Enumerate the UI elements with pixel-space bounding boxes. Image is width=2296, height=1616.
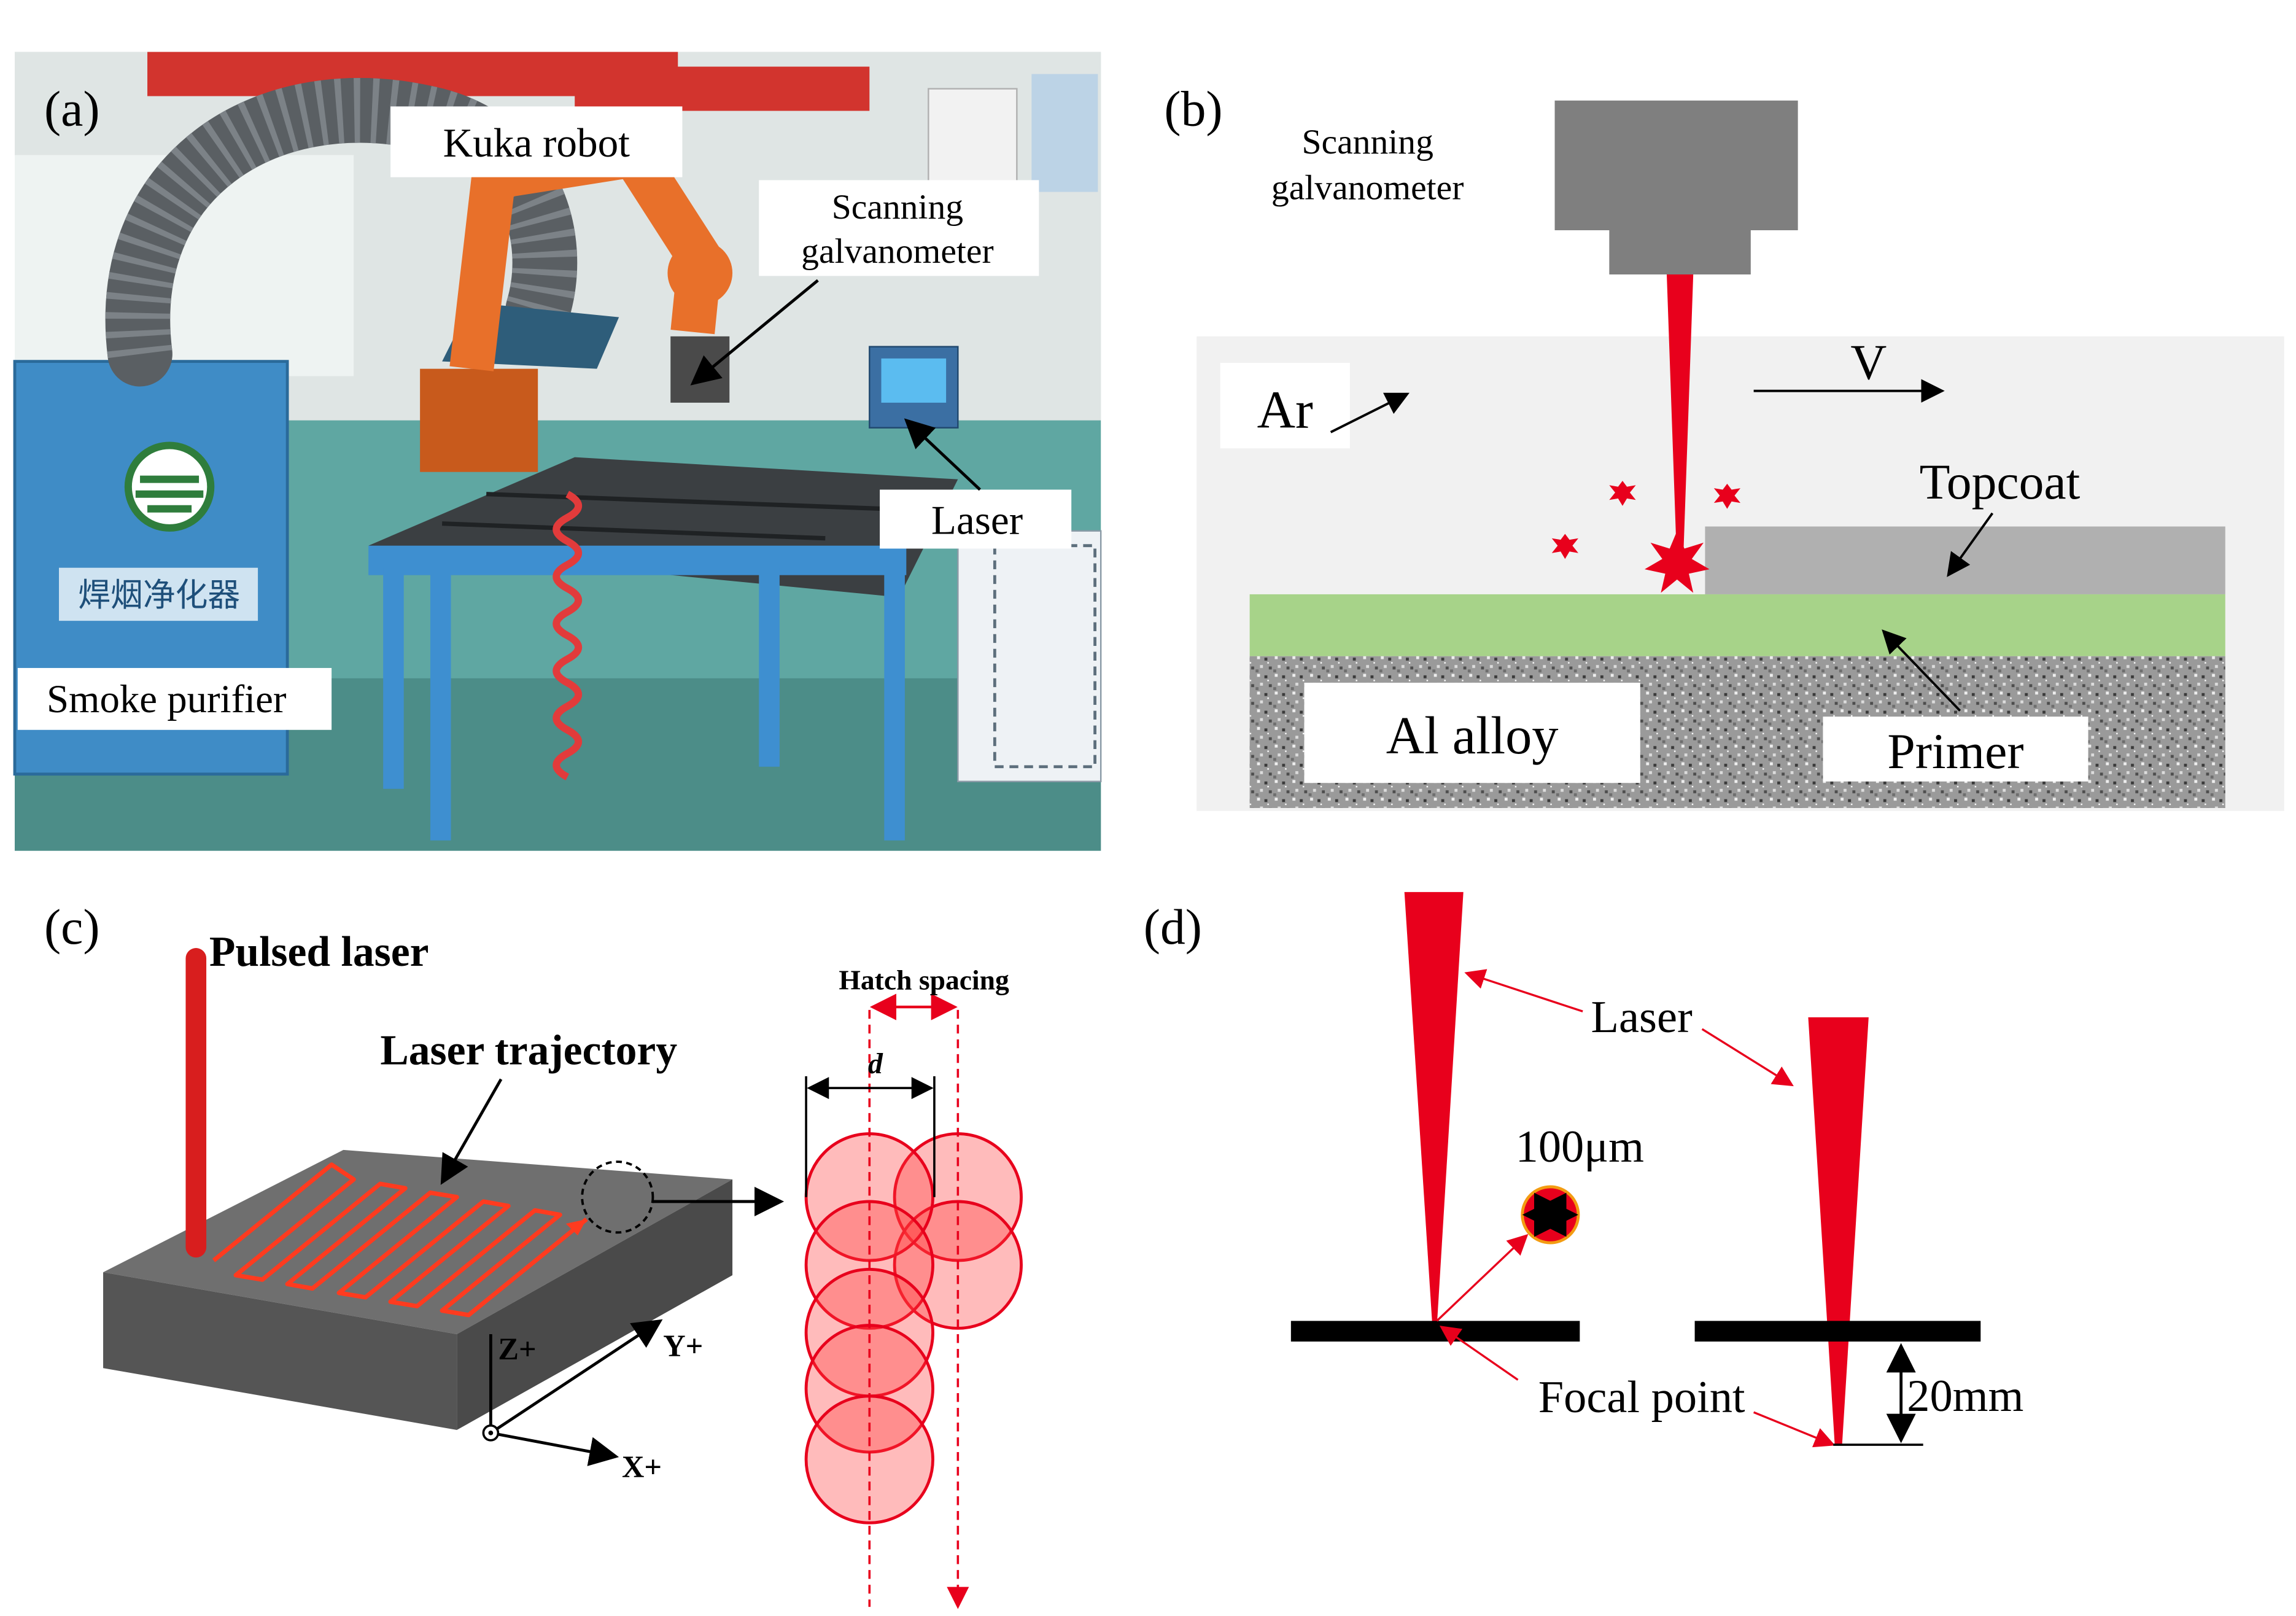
substrate-label-box [1304,682,1640,783]
laser-spot-array [804,1132,1023,1525]
gas-flow-arrow [1330,392,1410,433]
trajectory-pointer [440,1078,503,1185]
photo-banner-2 [575,66,870,111]
purifier-logo-icon [124,441,215,532]
callout-laser-arrow [904,418,981,491]
debris-particle-icon [1609,481,1636,506]
diameter-label: d [868,1047,883,1080]
galvanometer-body [1554,100,1798,230]
work-table-frame [368,545,907,575]
pulsed-laser-label: Pulsed laser [209,928,429,976]
laser-unit [957,530,1102,782]
gas-label-box [1220,363,1350,449]
robot-joint [667,240,733,306]
sample-plate [1290,1321,1580,1342]
trajectory-arrowhead-icon [565,1219,587,1236]
focal-point-label: Focal point [1538,1372,1745,1423]
callout-robot: Kuka robot [443,120,630,166]
axis-x [490,1431,619,1466]
robot-base [420,368,538,472]
panel-b: (b) Scanning galvanometer Ar V Topcoat A… [1164,81,2284,811]
table-leg-4 [884,567,905,841]
debris-particle-icon-2 [1713,483,1741,509]
table-leg [383,567,404,789]
topcoat-arrow [1947,512,1994,577]
callout-galvo-line2: galvanometer [801,232,994,271]
axis-y-label: Y+ [663,1329,703,1363]
panel-c-label: (c) [44,899,100,955]
purifier-logo-stripes-icon [135,475,204,513]
sample-front-face [103,1272,457,1431]
gas-label: Ar [1257,381,1313,440]
ablation-spark-icon [1644,530,1710,593]
callout-galvo-box [759,180,1039,276]
spot-pointer [1436,1233,1529,1322]
laser-label: Laser [1591,992,1693,1043]
axis-y [490,1319,663,1434]
focal-pointer [1439,1326,1519,1381]
extraction-hose-ribs [105,78,578,359]
callout-laser-box [880,489,1072,549]
topcoat-layer [1705,526,2225,594]
callout-smoke-box [17,667,332,730]
spot-size-label: 100μm [1516,1122,1644,1172]
callout-galvo-arrow [690,279,819,386]
axis-z-label: Z+ [498,1332,536,1366]
laser-pointer [1464,969,1583,1012]
galvo-label-line1: Scanning [1301,123,1433,161]
primer-layer [1249,594,2225,656]
zoom-region-icon [581,1160,654,1234]
panel-a: 焊烟净化器 Kuka robot Scanning galvanometer [13,52,1102,851]
smoke-purifier-sign: 焊烟净化器 [78,577,240,614]
axis-origin-dot-icon [488,1430,494,1435]
panel-d: (d) Laser 100μm Focal point 20mm [1144,892,2023,1448]
laser-trajectory-label: Laser trajectory [380,1027,677,1074]
callout-smoke: Smoke purifier [47,677,287,721]
galvo-label-line2: galvanometer [1271,169,1464,208]
air-hose [553,491,582,780]
sample-plate-2 [1694,1321,1981,1342]
sample-side-face [457,1179,733,1431]
panel-d-label: (d) [1144,899,1202,955]
defocused-beam [1808,1017,1869,1445]
focused-beam [1404,892,1464,1327]
galvanometer-lens [1609,230,1751,275]
galvanometer-head [670,336,730,403]
axis-x-label: X+ [622,1450,662,1484]
laser-trajectory-path [212,1162,588,1318]
primer-arrow [1882,629,1961,712]
laser-beam [1666,274,1694,568]
smoke-purifier-panel [59,567,258,621]
panel-b-label: (b) [1164,81,1222,137]
table-leg-3 [759,567,780,767]
substrate-label: Al alloy [1386,706,1559,765]
callout-laser: Laser [931,497,1023,543]
hatch-spacing-label: Hatch spacing [839,964,1009,995]
callout-robot-box [390,106,683,177]
topcoat-label: Topcoat [1920,454,2081,510]
laser-pointer-2 [1701,1028,1794,1087]
debris-particle-icon-3 [1551,534,1578,559]
laser-screen [881,358,947,403]
primer-label: Primer [1887,723,2023,779]
panel-a-label: (a) [44,81,100,137]
panel-c: (c) Pulsed laser Laser trajectory Z+ Y+ … [44,899,1023,1609]
focal-pointer-2 [1753,1411,1836,1448]
pulsed-laser-beam [185,948,207,1258]
primer-label-box [1823,717,2089,782]
table-leg-2 [430,567,451,841]
focus-offset-label: 20mm [1907,1371,2023,1421]
velocity-label: V [1850,334,1887,390]
photo-poster [1031,74,1098,192]
sample-top-face [103,1149,733,1334]
callout-galvo-line1: Scanning [832,188,963,227]
